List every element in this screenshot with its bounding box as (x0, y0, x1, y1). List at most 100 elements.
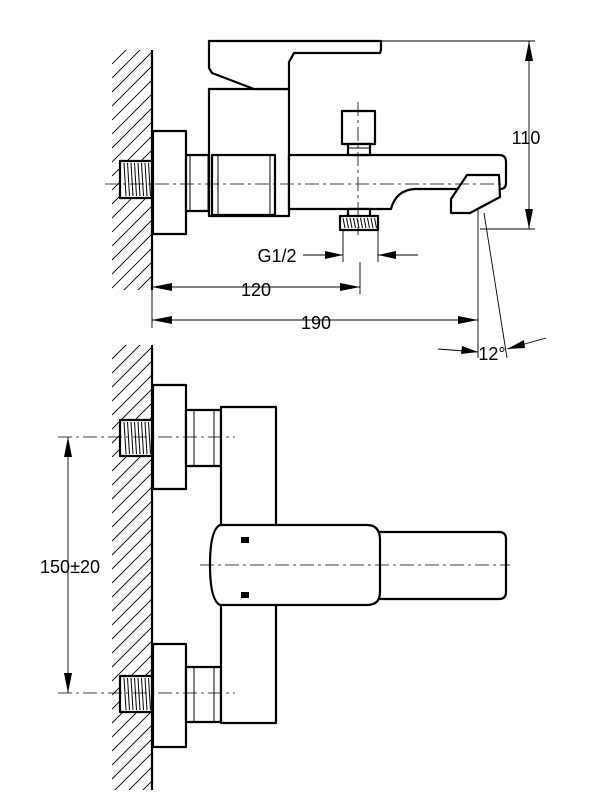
threaded-inlet-lower (118, 674, 154, 714)
hatch-line (112, 51, 152, 93)
label-height-110: 110 (512, 128, 541, 148)
thread-line (134, 677, 137, 711)
thread-line (130, 162, 134, 197)
dimension-190 (151, 210, 479, 358)
dimension-angle-12 (437, 212, 547, 359)
hatch-line (112, 528, 152, 570)
hatch-line (128, 766, 152, 790)
hatch-line (112, 388, 152, 430)
thread-line (137, 421, 141, 455)
hatch-line (114, 752, 152, 790)
hatch-line (112, 556, 152, 598)
thread-line (141, 421, 144, 455)
hatch-line (112, 219, 152, 261)
hatch-line (112, 514, 152, 556)
thread-line (144, 162, 148, 197)
lever-handle (207, 39, 383, 91)
hatch-line (112, 724, 152, 766)
hatch-line (112, 50, 127, 65)
label-thread-g12: G1/2 (257, 246, 296, 266)
hatch-line (112, 345, 113, 346)
hatch-line (142, 780, 152, 790)
thread-line (130, 677, 134, 711)
hatch-line (112, 486, 152, 528)
hatch-line (112, 135, 152, 177)
hatch-line (112, 50, 113, 51)
thread-line (141, 162, 144, 197)
dimension-120 (152, 262, 361, 294)
thread-line (148, 677, 151, 711)
hatch-line (112, 570, 152, 612)
hatch-line (112, 738, 152, 780)
hatch-line (112, 233, 152, 275)
thread-line (127, 421, 130, 455)
hatch-line (112, 345, 141, 374)
wall-flange-lower (151, 642, 188, 749)
thread-line (349, 217, 353, 229)
hatch-line (112, 65, 152, 107)
hatch-line (112, 626, 152, 668)
thread-line (360, 217, 363, 229)
hatch-line (112, 360, 152, 402)
thread-line (127, 677, 130, 711)
hatch-line (112, 374, 152, 416)
hatch-line (112, 93, 152, 135)
diverter-knob (340, 109, 377, 157)
hatch-line (112, 584, 152, 626)
threaded-inlet-top (118, 159, 154, 200)
hatch-line (112, 247, 152, 289)
hatch-line (112, 500, 152, 542)
wall-flange-top (151, 129, 188, 236)
label-angle-12: 12° (478, 344, 505, 364)
hatch-line (112, 458, 152, 500)
dimension-110 (381, 40, 535, 230)
wall-hatching-bottom (112, 345, 152, 790)
thread-line (370, 217, 374, 229)
connector-nut-lower (184, 665, 223, 724)
thread-line (374, 217, 377, 229)
thread-line (363, 217, 367, 229)
label-distance-120: 120 (241, 280, 271, 300)
dimension-150 (64, 437, 72, 693)
hatch-line (112, 345, 127, 360)
dimension-g12 (303, 231, 418, 262)
wall-hatching-top (112, 50, 152, 290)
hatch-line (112, 612, 152, 654)
thread-line (123, 421, 127, 455)
label-inlet-spacing: 150±20 (40, 557, 100, 577)
thread-line (134, 162, 137, 197)
thread-line (137, 677, 141, 711)
thread-line (123, 162, 127, 197)
hatch-line (112, 640, 152, 682)
thread-line (367, 217, 370, 229)
connector-nut-top (184, 153, 214, 213)
thread-line (134, 421, 137, 455)
hatch-line (112, 542, 152, 584)
thread-line (141, 677, 144, 711)
thread-line (148, 162, 151, 197)
threaded-inlet-upper (118, 418, 154, 458)
hatch-line (112, 205, 152, 247)
thread-line (144, 421, 148, 455)
hatch-line (112, 79, 152, 121)
hatch-line (112, 598, 152, 640)
connector-nut-upper (184, 408, 223, 468)
spout (287, 153, 508, 215)
thread-line (137, 162, 141, 197)
thread-line (123, 677, 127, 711)
hatch-line (112, 472, 152, 514)
hatch-line (112, 50, 141, 79)
label-distance-190: 190 (301, 313, 331, 333)
hatch-line (112, 121, 152, 163)
thread-line (144, 677, 148, 711)
thread-line (342, 217, 346, 229)
thread-line (346, 217, 349, 229)
hatch-line (112, 710, 152, 752)
mixer-body-top (207, 87, 291, 218)
hatch-line (123, 261, 152, 290)
hatch-line (137, 275, 152, 290)
shower-outlet (338, 207, 380, 232)
thread-line (353, 217, 356, 229)
hatch-line (112, 346, 152, 388)
